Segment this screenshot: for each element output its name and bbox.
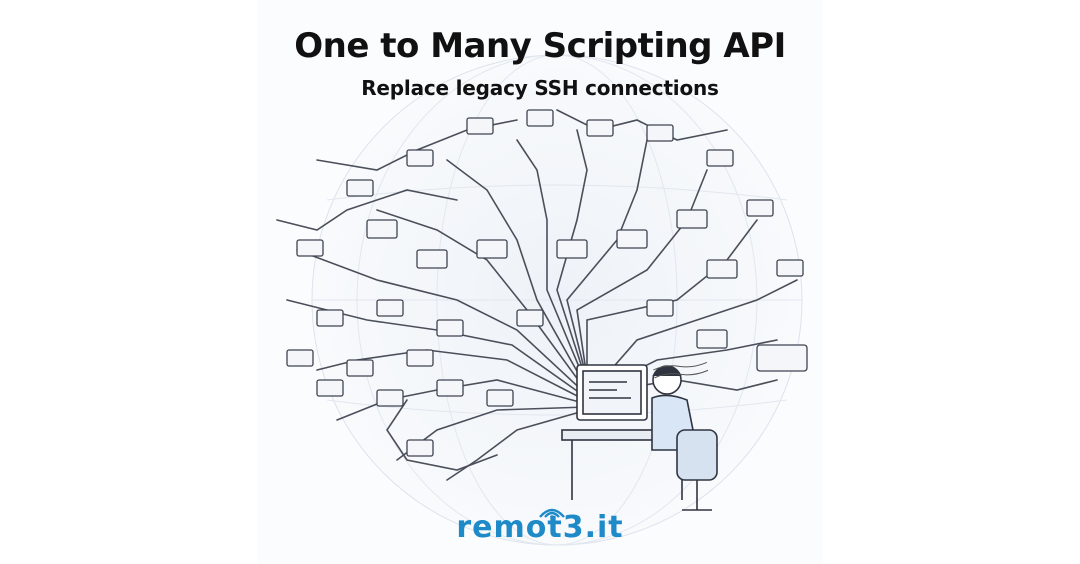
speech-scribble	[651, 356, 714, 389]
banner-image: One to Many Scripting API Replace legacy…	[257, 0, 823, 564]
wifi-icon	[539, 508, 565, 519]
brand-logo: remot3.it	[257, 510, 823, 545]
page-title: One to Many Scripting API	[294, 26, 786, 66]
network-devices	[286, 109, 808, 457]
brand-logo-text: remot3.it	[456, 510, 624, 545]
person-at-computer-icon	[561, 364, 718, 511]
network-illustration	[276, 54, 808, 546]
page-subtitle: Replace legacy SSH connections	[361, 76, 719, 100]
